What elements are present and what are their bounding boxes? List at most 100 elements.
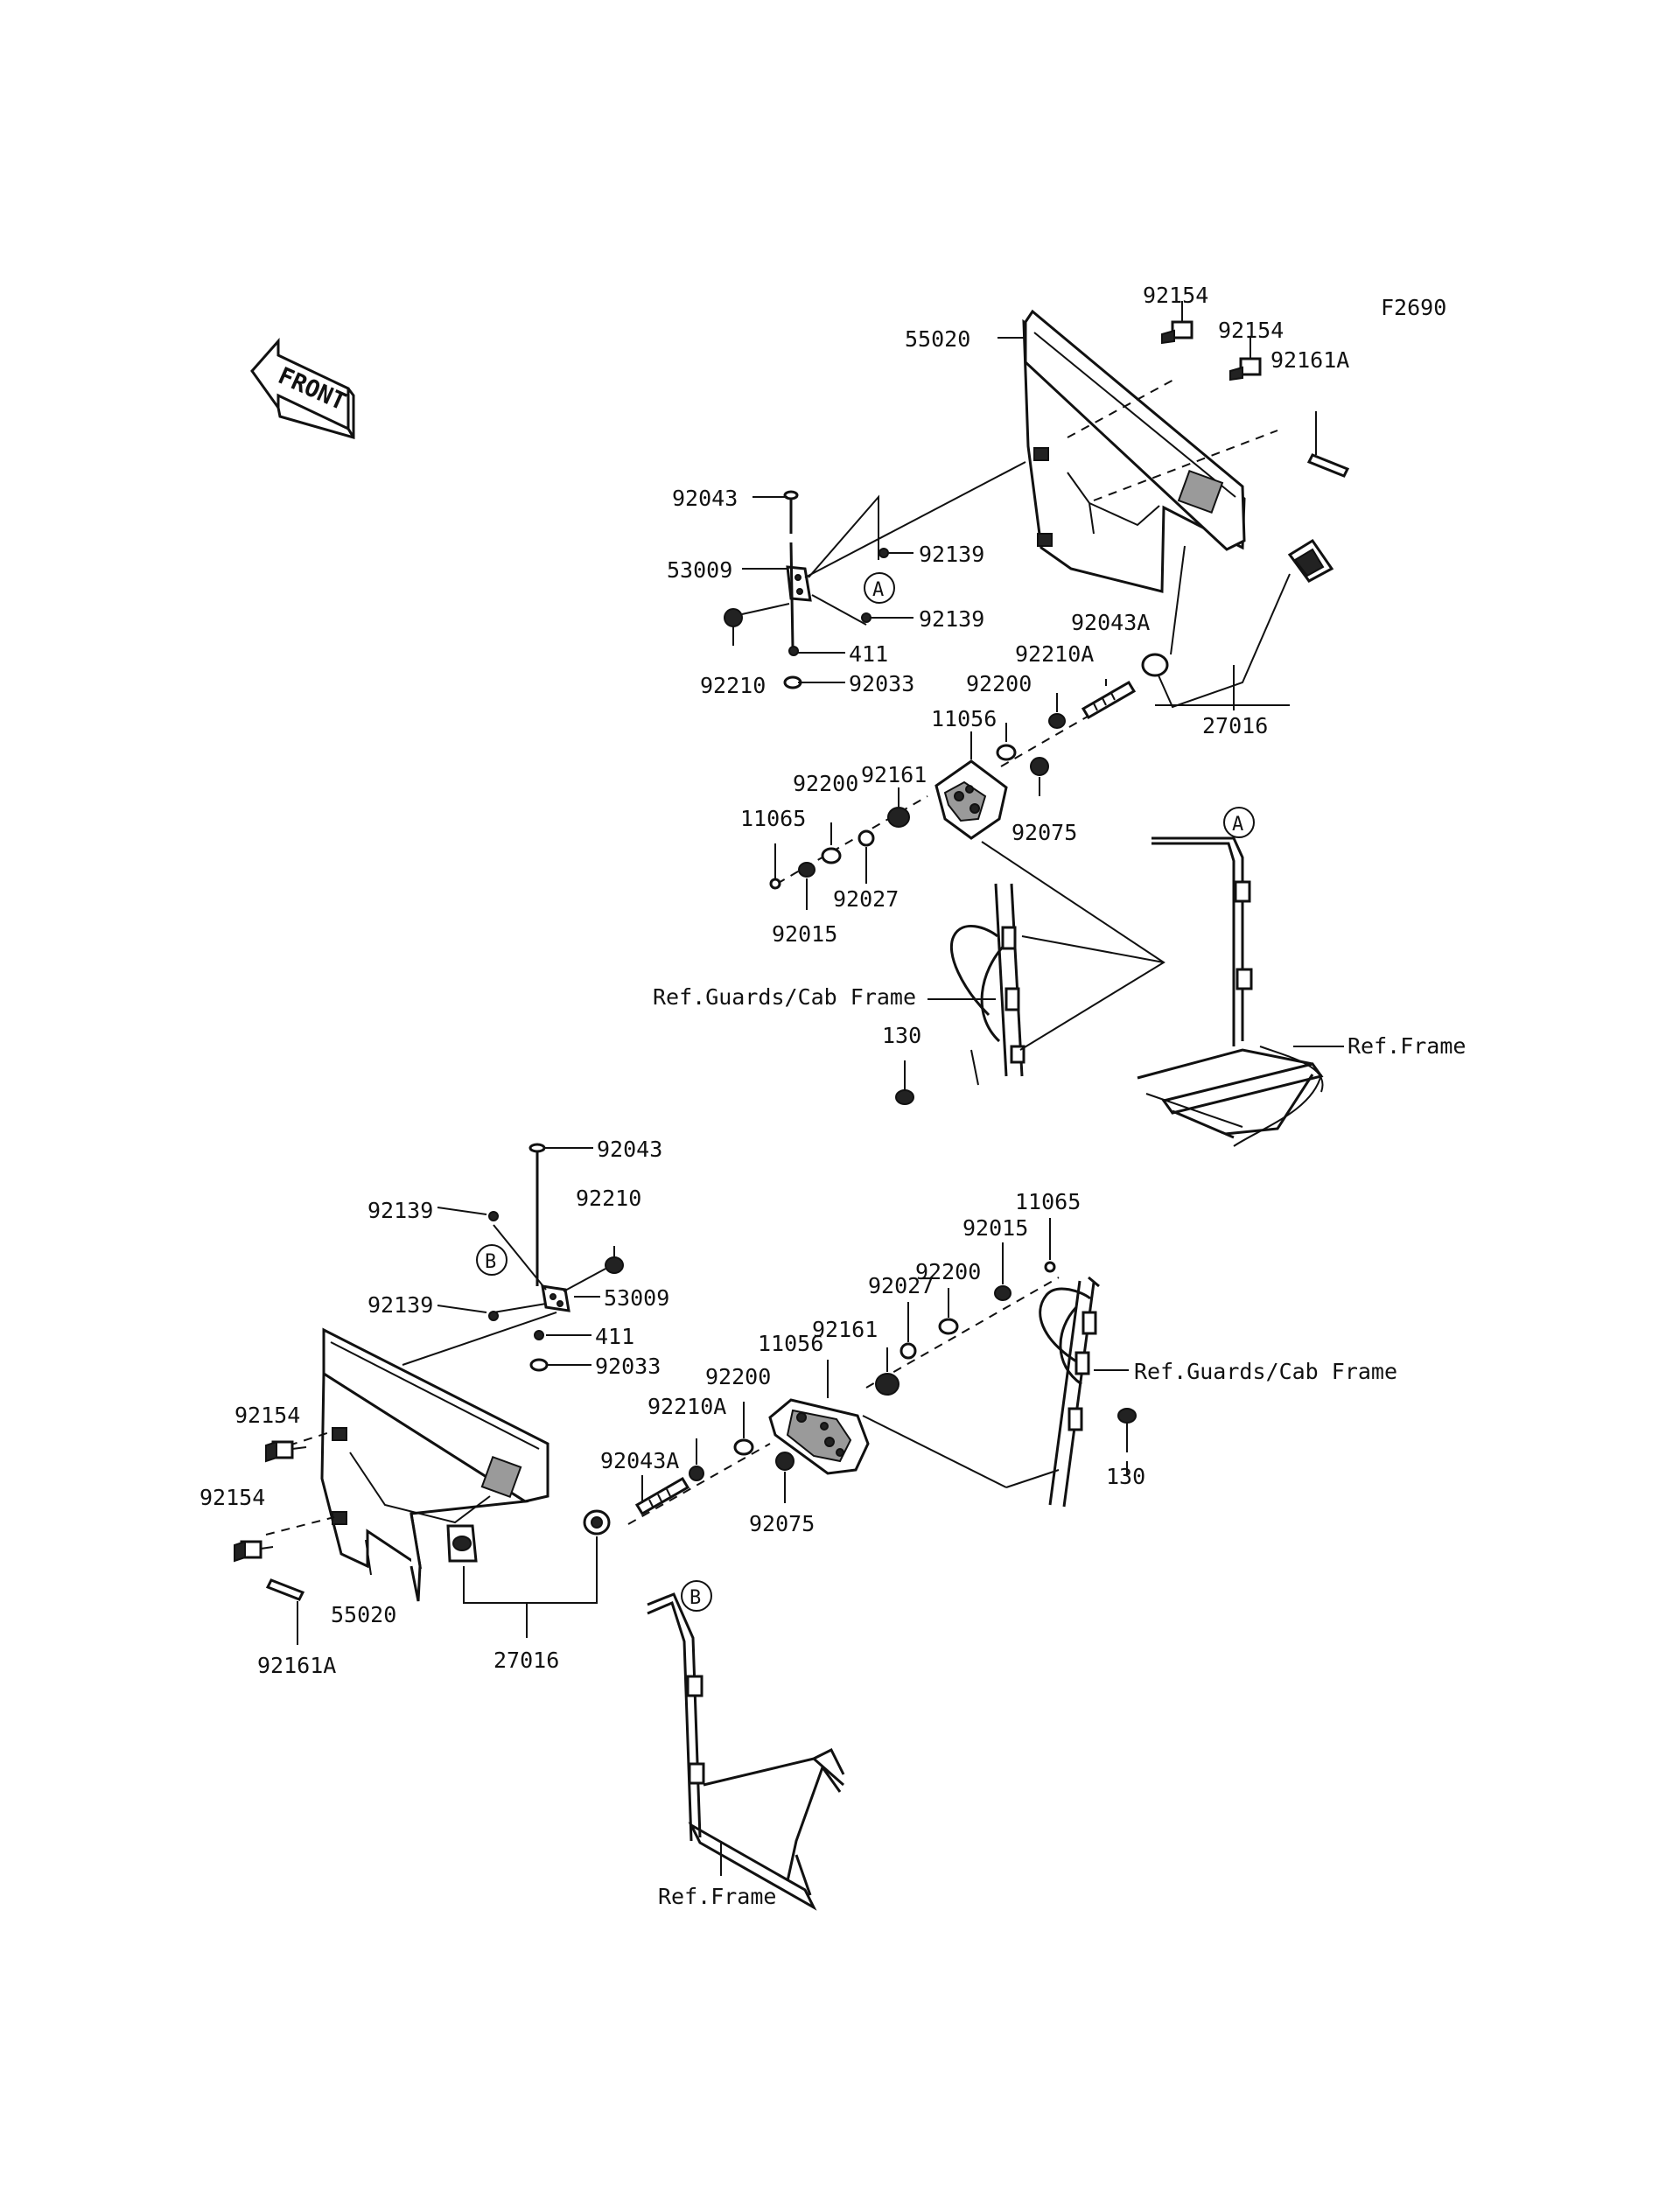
callout-b-label: B: [485, 1251, 496, 1273]
bracket-53009-lower: [541, 1284, 570, 1312]
label-92200-lower-b: 92200: [705, 1364, 771, 1389]
screw-92154-upper-2: [1229, 346, 1262, 381]
nut-92015-upper: [798, 862, 816, 878]
label-11065-lower: 11065: [1015, 1189, 1081, 1214]
callout-a-upper: A: [864, 572, 895, 604]
washer-92200-lower-b: [733, 1438, 754, 1456]
label-92210-upper: 92210: [700, 673, 766, 698]
cover-55020-lower: [265, 1327, 550, 1602]
bolt-92043A-upper: [1081, 680, 1137, 720]
pin-92161A-upper: [1306, 453, 1350, 478]
label-92200-upper-b: 92200: [793, 771, 858, 796]
rubber-block-27016-upper: [1143, 538, 1334, 675]
label-11065-upper: 11065: [740, 806, 806, 831]
label-ref-frame-lower: Ref.Frame: [658, 1884, 776, 1909]
ref-frame-upper: [1137, 836, 1324, 1147]
label-27016-lower: 27016: [494, 1648, 559, 1673]
label-92075-lower: 92075: [749, 1511, 815, 1536]
nut-92210A-lower: [689, 1466, 704, 1481]
label-92154-upper-2: 92154: [1218, 318, 1284, 343]
nut-92210A-upper: [1048, 713, 1066, 729]
label-55020-lower: 55020: [331, 1602, 396, 1627]
label-92043-upper: 92043: [672, 486, 738, 511]
bolt-11065-upper: [769, 878, 781, 890]
collar-92027-upper: [858, 829, 875, 847]
label-11056-upper: 11056: [931, 706, 997, 731]
callout-a-label: A: [872, 579, 884, 601]
label-ref-frame-upper: Ref.Frame: [1348, 1033, 1466, 1059]
label-92161-lower: 92161: [812, 1317, 878, 1342]
label-92161A-lower: 92161A: [257, 1653, 336, 1678]
bolt-130-upper: [895, 1067, 914, 1105]
collar-92027-lower: [900, 1342, 917, 1360]
bushing-92161-upper: [887, 807, 910, 828]
label-92139-upper-b: 92139: [919, 606, 984, 632]
label-11056-lower: 11056: [758, 1331, 823, 1356]
label-55020-upper: 55020: [905, 326, 970, 352]
callout-a-frame: A: [1223, 807, 1255, 838]
nut-92075-upper: [1030, 757, 1049, 776]
label-92154-lower-1: 92154: [234, 1403, 300, 1428]
rubber-block-27016-lower: [446, 1509, 611, 1563]
label-92210A-lower: 92210A: [648, 1394, 726, 1419]
washer-92200-lower-a: [938, 1318, 959, 1335]
nut-92075-lower: [775, 1452, 794, 1471]
ref-frame-lower: [647, 1592, 845, 1911]
label-92043A-lower: 92043A: [600, 1448, 679, 1473]
label-92210A-upper: 92210A: [1015, 641, 1094, 667]
label-92015-upper: 92015: [772, 921, 837, 947]
label-92075-upper: 92075: [1012, 820, 1077, 845]
screw-92154-lower-2: [234, 1540, 274, 1563]
nut-92210-upper: [724, 603, 790, 627]
callout-a-frame-label: A: [1232, 814, 1243, 836]
label-92139-upper-a: 92139: [919, 542, 984, 567]
mount-11056-upper: [934, 759, 1008, 840]
nut-92210-lower: [563, 1256, 624, 1292]
label-130-lower: 130: [1106, 1464, 1145, 1489]
figure-code: F2690: [1381, 295, 1446, 320]
label-92200-lower-a: 92200: [915, 1259, 981, 1284]
bracket-53009-upper: [786, 565, 812, 602]
callout-b-frame-label: B: [690, 1587, 701, 1609]
label-130-upper: 130: [882, 1023, 921, 1048]
screw-92154-upper-1: [1161, 310, 1194, 345]
bushing-92161-lower: [875, 1373, 900, 1396]
label-92210-lower: 92210: [576, 1186, 641, 1211]
label-92154-lower-2: 92154: [200, 1485, 265, 1510]
label-53009-lower: 53009: [604, 1285, 669, 1311]
label-92154-upper-1: 92154: [1143, 283, 1208, 308]
cover-55020-upper: [1022, 309, 1278, 593]
bolt-92043A-lower: [634, 1476, 690, 1516]
label-92015-lower: 92015: [962, 1215, 1028, 1241]
front-direction-arrow-icon: FRONT: [250, 338, 355, 439]
screw-92154-lower-1: [265, 1440, 307, 1463]
washer-92200-upper-a: [996, 744, 1017, 761]
nut-92015-lower: [994, 1285, 1012, 1301]
label-92161-upper: 92161: [861, 762, 927, 787]
label-92139-lower-b: 92139: [368, 1292, 433, 1318]
bolt-130-lower: [1117, 1408, 1137, 1452]
label-92161A-upper: 92161A: [1270, 347, 1349, 373]
label-92139-lower-a: 92139: [368, 1198, 433, 1223]
label-53009-upper: 53009: [667, 557, 732, 583]
label-92033-upper: 92033: [849, 671, 914, 696]
mount-11056-lower: [768, 1398, 870, 1475]
callout-b-upper: B: [476, 1244, 508, 1276]
label-92027-upper: 92027: [833, 886, 899, 912]
label-92043-lower: 92043: [597, 1137, 662, 1162]
label-92033-lower: 92033: [595, 1354, 661, 1379]
pin-92161A-lower: [265, 1578, 305, 1601]
label-411-lower: 411: [595, 1324, 634, 1349]
label-92200-upper-a: 92200: [966, 671, 1032, 696]
label-ref-guards-upper: Ref.Guards/Cab Frame: [653, 984, 916, 1010]
label-411-upper: 411: [849, 641, 888, 667]
bolt-11065-lower: [1044, 1261, 1056, 1273]
ref-guards-cab-frame-upper: [949, 841, 1166, 1086]
label-ref-guards-lower: Ref.Guards/Cab Frame: [1134, 1359, 1397, 1384]
upper-assembly: A: [653, 283, 1466, 1147]
callout-b-frame: B: [681, 1580, 712, 1612]
washer-92200-upper-b: [821, 847, 842, 864]
lower-assembly: B: [200, 1137, 1397, 1911]
label-92027-lower: 92027: [868, 1273, 934, 1298]
